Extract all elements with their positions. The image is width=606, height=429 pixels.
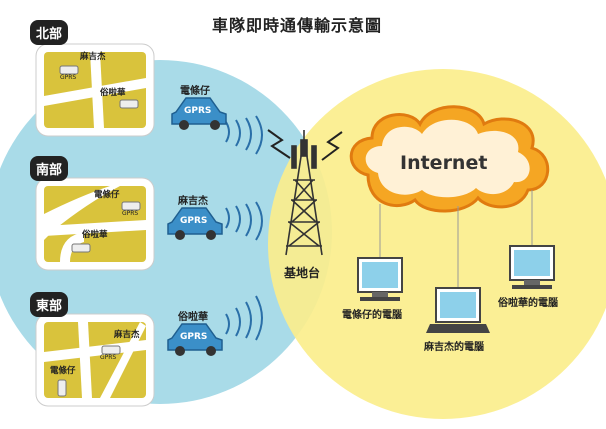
map-card-north (35, 43, 155, 137)
car-icon-east (167, 323, 223, 356)
region-label-east: 東部 (30, 292, 69, 317)
map-badge-east: GPRS (100, 354, 117, 361)
diagram-title: 車隊即時通傳輸示意圖 (212, 16, 383, 35)
map-label-north-2: 俗啦華 (100, 88, 126, 98)
map-label-east-2: 電條仔 (50, 366, 76, 376)
computer-icon-2 (426, 287, 490, 333)
map-label-north-1: 麻吉杰 (80, 52, 106, 62)
internet-cloud-icon (349, 105, 550, 213)
car-label-north: 電條仔 (180, 86, 210, 97)
car-icon-south (167, 207, 223, 240)
signal-waves (225, 115, 263, 341)
internet-label: Internet (400, 152, 488, 174)
map-label-south-1: 電條仔 (94, 190, 120, 200)
signal-bolt-icons (267, 129, 343, 161)
car-text-south: GPRS (180, 216, 208, 226)
map-label-east-1: 麻吉杰 (114, 330, 140, 340)
car-text-east: GPRS (180, 332, 208, 342)
region-label-north: 北部 (30, 20, 69, 45)
car-label-south: 麻吉杰 (178, 196, 208, 207)
map-card-south (35, 177, 155, 271)
map-badge-north: GPRS (60, 74, 77, 81)
map-label-south-2: 俗啦華 (82, 230, 108, 240)
computer-label-1: 電條仔的電腦 (342, 310, 402, 321)
map-badge-south: GPRS (122, 210, 139, 217)
cell-tower-icon (285, 130, 323, 256)
region-label-south: 南部 (30, 156, 69, 181)
car-label-east: 俗啦華 (178, 312, 208, 323)
computer-label-3: 俗啦華的電腦 (498, 298, 558, 309)
network-lines (379, 190, 533, 288)
tower-label: 基地台 (284, 266, 321, 280)
computer-label-2: 麻吉杰的電腦 (424, 342, 484, 353)
map-card-east (35, 313, 155, 407)
computer-icon-3 (509, 245, 555, 289)
car-text-north: GPRS (184, 106, 212, 116)
computer-icon-1 (357, 257, 403, 301)
car-icon-north (171, 97, 227, 130)
